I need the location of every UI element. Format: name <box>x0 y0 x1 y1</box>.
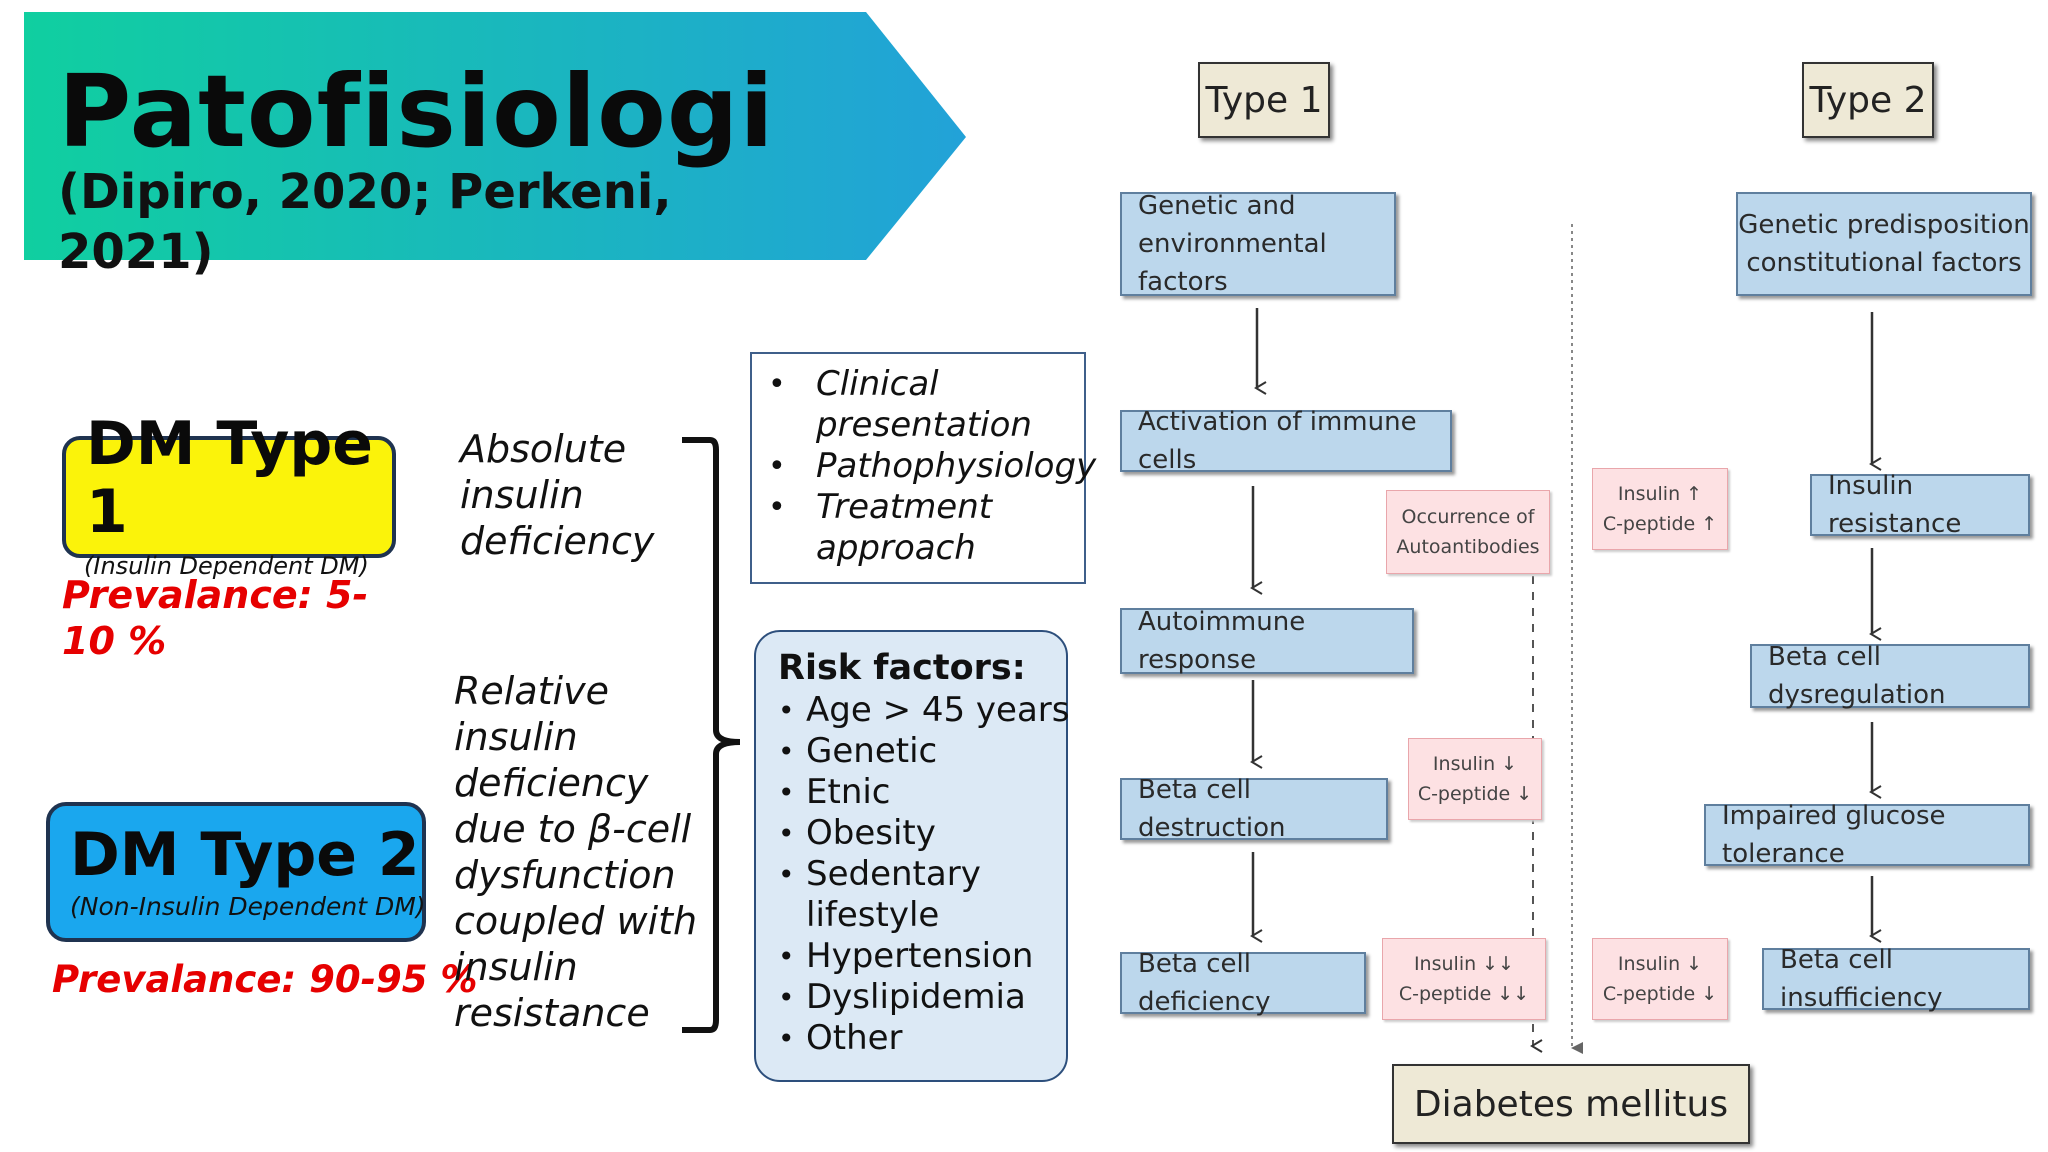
type1-step-beta-cell-destruction: Beta cell destruction <box>1120 775 1388 843</box>
type2-step-insulin-resistance: Insulin resistance <box>1810 471 2030 539</box>
type1-insulin-down2-note: Insulin ↓↓ C-peptide ↓↓ <box>1382 938 1546 1020</box>
cpeptide-down-text: C-peptide ↓ <box>1417 783 1533 805</box>
dm-type1-subtitle: (Insulin Dependent DM) <box>84 552 369 580</box>
bullet: • <box>778 694 795 727</box>
type1-step-immune-activation: Activation of immune cells <box>1120 407 1452 475</box>
bullet: • <box>778 981 795 1014</box>
risk-item: Obesity <box>806 813 936 853</box>
title-banner <box>24 12 966 260</box>
clinical-item: Pathophysiology <box>816 446 1097 486</box>
type2-step-beta-cell-insufficiency: Beta cell insufficiency <box>1762 945 2030 1013</box>
dm-type2-prevalence: Prevalance: 90-95 % <box>52 958 478 1001</box>
risk-factors-heading: Risk factors: <box>778 648 1026 688</box>
type2-step-beta-cell-dysregulation: Beta cell dysregulation <box>1750 642 2030 710</box>
type2-label: Type 2 <box>1802 62 1934 138</box>
page-subtitle: (Dipiro, 2020; Perkeni, 2021) <box>58 164 672 280</box>
insulin-up-text: Insulin ↑ <box>1617 483 1703 505</box>
dm-type1-title: DM Type 1 <box>86 409 373 547</box>
risk-item: Etnic <box>806 772 891 812</box>
insulin-down-text: Insulin ↓ <box>1432 753 1518 775</box>
type1-label: Type 1 <box>1198 62 1330 138</box>
bullet: • <box>768 490 786 525</box>
dm-type2-title: DM Type 2 <box>70 820 420 890</box>
autoantibodies-text: Occurrence of Autoantibodies <box>1396 506 1540 558</box>
dm-type2-subtitle: (Non-Insulin Dependent DM) <box>70 892 426 921</box>
curly-brace <box>682 437 741 1033</box>
risk-item: Dyslipidemia <box>806 977 1026 1017</box>
dm-type1-box <box>62 436 396 558</box>
dm-type2-box <box>46 802 426 942</box>
dm-type1-prevalence: Prevalance: 5-10 % <box>62 573 369 663</box>
relative-deficiency-text: Relative insulin deficiency due to β-cel… <box>454 669 698 1035</box>
risk-item: Genetic <box>806 731 938 771</box>
risk-item: Other <box>806 1018 903 1058</box>
bullet: • <box>778 1022 795 1055</box>
cpeptide-down-t2-text: C-peptide ↓ <box>1602 983 1718 1005</box>
type1-insulin-down-note: Insulin ↓ C-peptide ↓ <box>1408 738 1542 820</box>
bullet: • <box>778 858 795 891</box>
page-title: Patofisiologi <box>58 53 775 170</box>
bullet: • <box>778 940 795 973</box>
risk-factors-box <box>754 630 1068 1082</box>
cpeptide-up-text: C-peptide ↑ <box>1602 513 1718 535</box>
autoantibodies-note: Occurrence of Autoantibodies <box>1386 490 1550 574</box>
clinical-item: Clinical presentation <box>816 364 1032 445</box>
bullet: • <box>768 367 786 402</box>
risk-item: Age > 45 years <box>806 690 1070 730</box>
diabetes-mellitus-outcome: Diabetes mellitus <box>1392 1064 1750 1144</box>
type2-step-genetic-predisposition: Genetic predisposition constitutional fa… <box>1736 192 2032 296</box>
bullet: • <box>778 735 795 768</box>
risk-item: Sedentary lifestyle <box>806 854 981 935</box>
type1-step-beta-cell-deficiency: Beta cell deficiency <box>1120 949 1366 1017</box>
risk-item: Hypertension <box>806 936 1034 976</box>
type1-step-genetic-environmental: Genetic and environmental factors <box>1120 191 1396 297</box>
bullet: • <box>768 449 786 484</box>
type2-insulin-down-note: Insulin ↓ C-peptide ↓ <box>1592 938 1728 1020</box>
type1-step-autoimmune-response: Autoimmune response <box>1120 607 1414 675</box>
absolute-deficiency-text: Absolute insulin deficiency <box>460 427 655 563</box>
bullet: • <box>778 776 795 809</box>
insulin-down-t2-text: Insulin ↓ <box>1617 953 1703 975</box>
bullet: • <box>778 817 795 850</box>
clinical-item: Treatment approach <box>816 487 993 568</box>
cpeptide-down2-text: C-peptide ↓↓ <box>1398 983 1530 1005</box>
type2-insulin-up-note: Insulin ↑ C-peptide ↑ <box>1592 468 1728 550</box>
clinical-box <box>750 352 1086 584</box>
insulin-down2-text: Insulin ↓↓ <box>1413 953 1515 975</box>
type2-step-impaired-glucose-tolerance: Impaired glucose tolerance <box>1704 801 2030 869</box>
